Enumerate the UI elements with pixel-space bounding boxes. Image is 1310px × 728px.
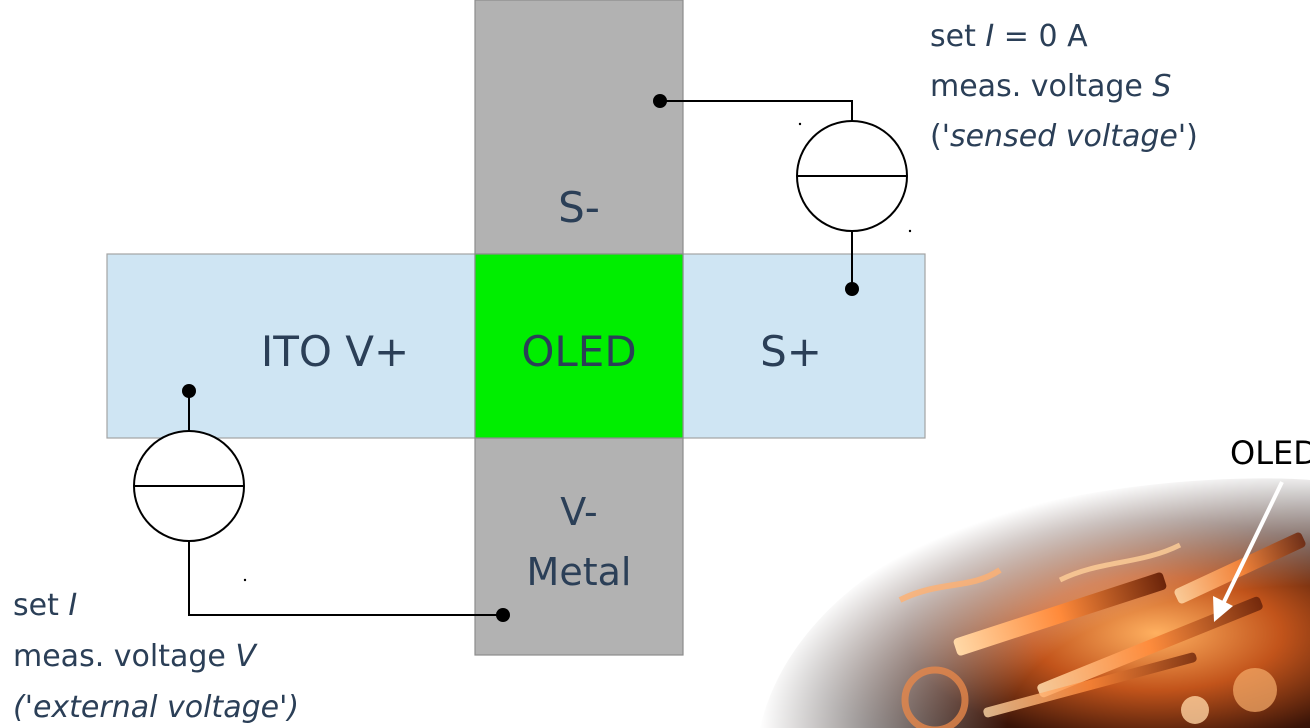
sense-contact-right [845,282,859,296]
annotation-set-i: set I [13,588,77,623]
sense-circuit [660,100,853,289]
annotation-meas-v: meas. voltage V [13,639,258,674]
metal-pad-top [474,0,684,255]
label-s-plus: S+ [760,327,822,376]
device-photo [760,470,1310,728]
annotation-sensed-voltage: ('sensed voltage') [930,119,1198,154]
label-v-minus: V- [560,490,597,534]
label-s-minus: S- [558,183,600,232]
mark-dot [908,229,912,233]
mark-dot [798,122,802,126]
metal-pad-bottom [474,437,684,656]
drive-contact-left [182,384,196,398]
ito-pad-right [682,253,926,439]
label-oled: OLED [521,327,636,376]
oled-pixel [474,253,684,439]
drive-contact-bottom [496,608,510,622]
mark-dot [135,467,139,471]
drive-current-source-icon [133,430,245,542]
label-ito-vplus: ITO V+ [261,327,409,376]
ito-pad-left [106,253,476,439]
photo-label-oled: OLED [1230,434,1310,472]
sense-contact-top [653,94,667,108]
photo-pointer-arrow-icon [1213,481,1284,622]
annotation-external-voltage: ('external voltage') [13,690,299,725]
annotation-meas-s: meas. voltage S [930,69,1171,104]
label-metal: Metal [527,550,632,594]
mark-dot [243,578,247,582]
sense-current-source-icon [796,120,908,232]
annotation-set-i-zero: set I = 0 A [930,19,1088,54]
